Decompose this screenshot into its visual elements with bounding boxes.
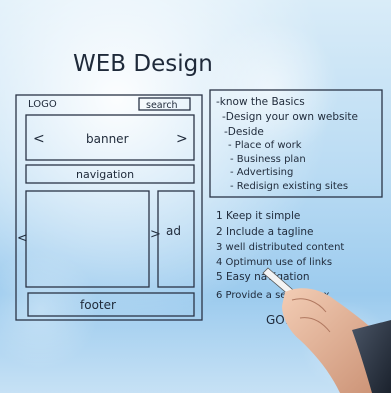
basics-item: -Deside <box>224 126 264 138</box>
tip-item: 2 Include a tagline <box>216 226 314 238</box>
basics-item: -Design your own website <box>222 111 358 123</box>
page-title: WEB Design <box>73 51 213 77</box>
navigation-label: navigation <box>76 168 134 181</box>
basics-box <box>209 89 383 198</box>
banner-right-arrow: > <box>176 131 188 147</box>
footer-box <box>27 292 195 317</box>
basics-item: - Place of work <box>228 140 302 151</box>
basics-item: - Business plan <box>230 154 306 165</box>
tip-item: 3 well distributed content <box>216 242 344 253</box>
wireframe-frame <box>15 94 203 321</box>
banner-label: banner <box>86 132 129 146</box>
ad-label: ad <box>166 224 181 238</box>
content-left-arrow: < <box>17 231 28 246</box>
content-right-arrow: > <box>150 227 161 242</box>
footer-label: footer <box>80 298 116 312</box>
banner-left-arrow: < <box>33 131 45 147</box>
logo-label: LOGO <box>28 99 57 110</box>
banner-box <box>25 114 195 161</box>
basics-item: - Redisign existing sites <box>230 181 348 192</box>
search-label: search <box>146 100 178 111</box>
basics-item: - Advertising <box>230 167 293 178</box>
search-box <box>138 97 191 111</box>
tip-item: 6 Provide a search box <box>216 290 330 301</box>
closing-text: GO! <box>266 313 290 327</box>
tip-item: 1 Keep it simple <box>216 210 300 222</box>
navigation-box <box>25 164 195 184</box>
ad-box <box>157 190 195 288</box>
tip-item: 5 Easy navigation <box>216 271 310 283</box>
tip-item: 4 Optimum use of links <box>216 257 332 268</box>
content-box <box>25 190 150 288</box>
basics-item: -know the Basics <box>216 96 305 108</box>
